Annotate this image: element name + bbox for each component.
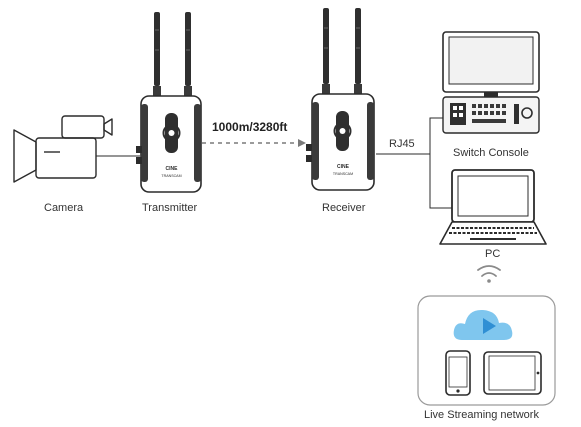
transmitter-model: TRANSCAM bbox=[161, 174, 181, 178]
switch-console-icon bbox=[442, 31, 540, 134]
rj45-label: RJ45 bbox=[389, 138, 415, 150]
wifi-icon bbox=[477, 265, 501, 283]
receiver-icon bbox=[306, 8, 375, 191]
phone-icon bbox=[445, 350, 471, 396]
transmitter-brand: CINE bbox=[166, 166, 179, 172]
live-streaming-label: Live Streaming network bbox=[424, 409, 539, 421]
receiver-to-devices-cable bbox=[376, 117, 452, 209]
receiver-model: TRANSCAM bbox=[333, 172, 353, 176]
transmitter-label: Transmitter bbox=[142, 202, 198, 214]
transmitter-icon bbox=[136, 12, 202, 193]
wireless-range-label: 1000m/3280ft bbox=[212, 120, 288, 134]
receiver-brand: CINE bbox=[337, 164, 350, 170]
tablet-icon bbox=[483, 351, 542, 395]
cloud-play-icon bbox=[453, 309, 513, 340]
connection-lines bbox=[96, 117, 452, 209]
camera-label: Camera bbox=[44, 202, 84, 214]
wireless-link-arrowhead bbox=[298, 139, 306, 147]
receiver-label: Receiver bbox=[322, 202, 366, 214]
pc-label: PC bbox=[485, 248, 501, 260]
switch-console-label: Switch Console bbox=[453, 147, 529, 159]
laptop-icon bbox=[439, 169, 547, 245]
camera-icon bbox=[13, 115, 113, 183]
